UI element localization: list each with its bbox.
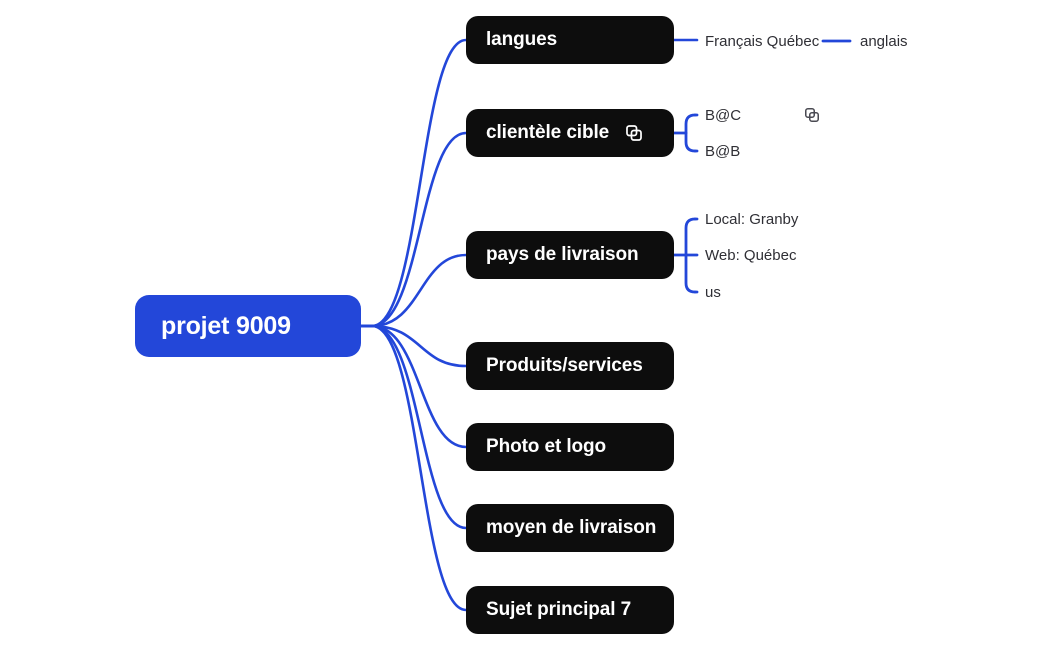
leaf-node-b-c[interactable]: B@C [705, 107, 742, 124]
node-label: projet 9009 [161, 311, 291, 340]
branch-node-produits-services[interactable]: Produits/services [466, 342, 674, 390]
duplicate-icon[interactable] [625, 124, 643, 142]
branch-node-sujet-principal-7[interactable]: Sujet principal 7 [466, 586, 674, 634]
node-label: moyen de livraison [486, 517, 657, 538]
connector-line [370, 324, 468, 368]
root-node-projet-9009[interactable]: projet 9009 [135, 295, 361, 357]
connector-line [370, 38, 468, 328]
branch-node-langues[interactable]: langues [466, 16, 674, 64]
leaf-node-fran-ais-quebec[interactable]: Français Québec [705, 33, 820, 50]
connector-line [684, 113, 697, 153]
node-label: langues [486, 29, 558, 50]
leaf-node-us[interactable]: us [705, 284, 721, 301]
leaf-node-b-b[interactable]: B@B [705, 143, 741, 160]
node-label: Produits/services [486, 355, 643, 376]
leaf-node-local-granby[interactable]: Local: Granby [705, 211, 799, 228]
branch-node-moyen-de-livraison[interactable]: moyen de livraison [466, 504, 674, 552]
node-label: Sujet principal 7 [486, 599, 632, 620]
branch-node-clientele-cible[interactable]: clientèle cible [466, 109, 674, 157]
connector-line [370, 324, 468, 449]
node-label: pays de livraison [486, 244, 639, 265]
leaf-node-anglais[interactable]: anglais [860, 33, 908, 50]
leaf-node-web-quebec[interactable]: Web: Québec [705, 247, 797, 264]
branch-node-pays-de-livraison[interactable]: pays de livraison [466, 231, 674, 279]
node-label: Photo et logo [486, 436, 607, 457]
node-label: clientèle cible [486, 122, 610, 143]
duplicate-icon[interactable] [804, 107, 820, 123]
connector-line [370, 324, 468, 530]
branch-node-photo-et-logo[interactable]: Photo et logo [466, 423, 674, 471]
connector-line [370, 253, 468, 328]
connector-line [370, 131, 468, 328]
connector-line [684, 217, 697, 294]
connector-line [370, 324, 468, 612]
